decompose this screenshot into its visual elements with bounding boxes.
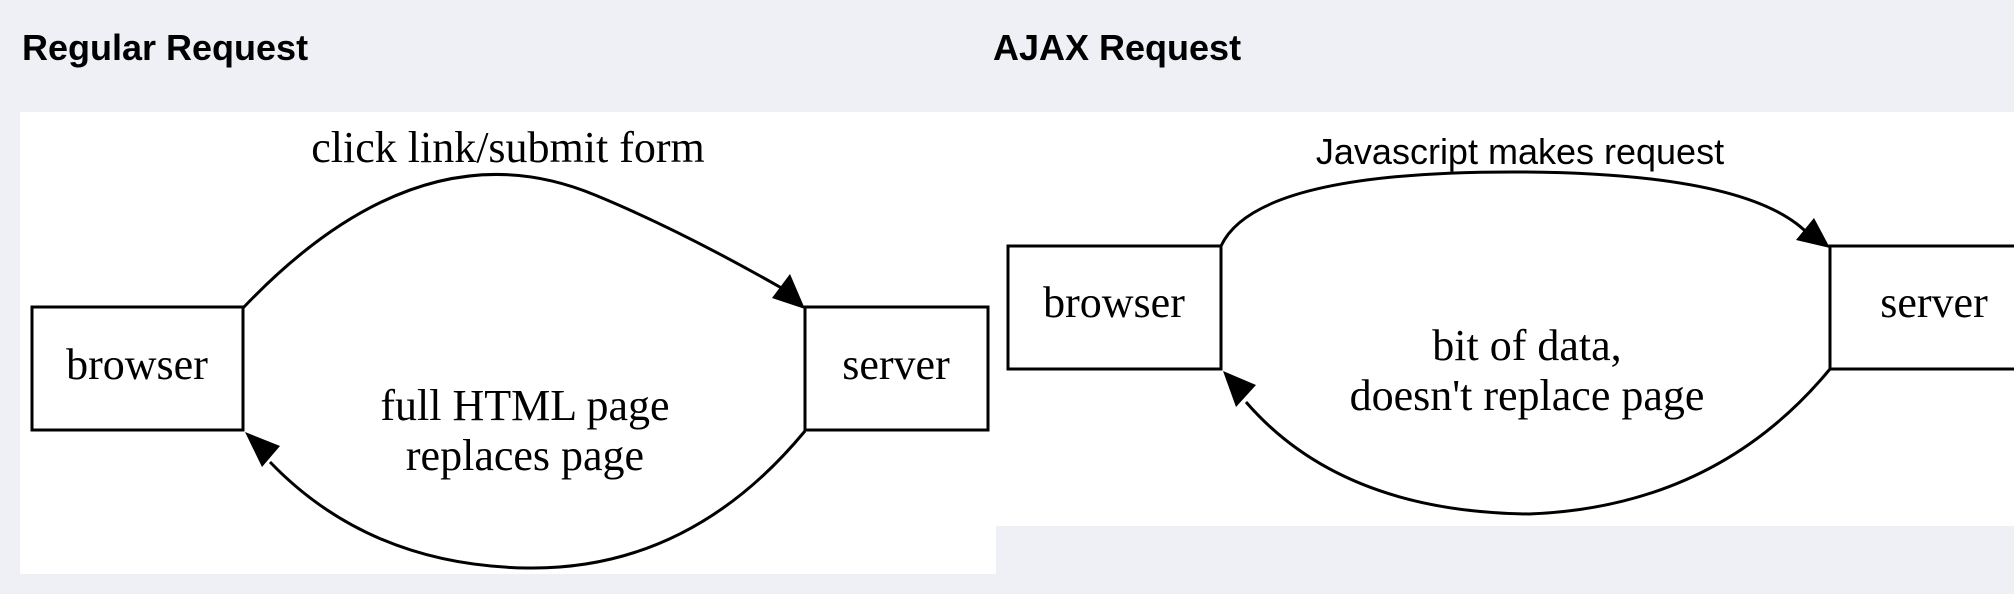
regular-request-edge <box>241 172 786 310</box>
regular-request-title: Regular Request <box>22 27 309 68</box>
regular-request-label: click link/submit form <box>311 123 705 172</box>
ajax-browser-node <box>1006 244 1223 371</box>
ajax-server-node <box>1828 244 2014 371</box>
regular-browser-node <box>30 305 245 432</box>
ajax-response-label-line1: bit of data, <box>1432 321 1621 370</box>
regular-response-edge <box>268 430 807 570</box>
ajax-response-label-line2: doesn't replace page <box>1350 371 1705 420</box>
ajax-browser-label: browser <box>1043 278 1185 327</box>
ajax-request-edge <box>1219 170 1813 247</box>
ajax-request-title: AJAX Request <box>993 27 1242 68</box>
regular-request-arrowhead <box>772 274 805 309</box>
regular-browser-label: browser <box>66 340 208 389</box>
ajax-response-edge <box>1244 368 1832 516</box>
regular-response-arrowhead <box>245 432 280 467</box>
ajax-request-label: Javascript makes request <box>1316 131 1724 172</box>
regular-server-label: server <box>842 340 950 389</box>
ajax-response-arrowhead <box>1223 371 1256 407</box>
ajax-request-diagram: browser server Javascript makes request … <box>996 112 2014 526</box>
ajax-request-arrowhead <box>1796 218 1830 248</box>
regular-response-label-line1: full HTML page <box>380 381 669 430</box>
ajax-server-label: server <box>1880 278 1988 327</box>
ajax-request-svg: browser server Javascript makes request … <box>1006 131 2014 516</box>
regular-response-label-line2: replaces page <box>406 431 644 480</box>
regular-request-diagram: browser server click link/submit form fu… <box>20 112 996 574</box>
regular-server-node <box>803 305 990 432</box>
regular-request-svg: browser server click link/submit form fu… <box>30 123 990 570</box>
